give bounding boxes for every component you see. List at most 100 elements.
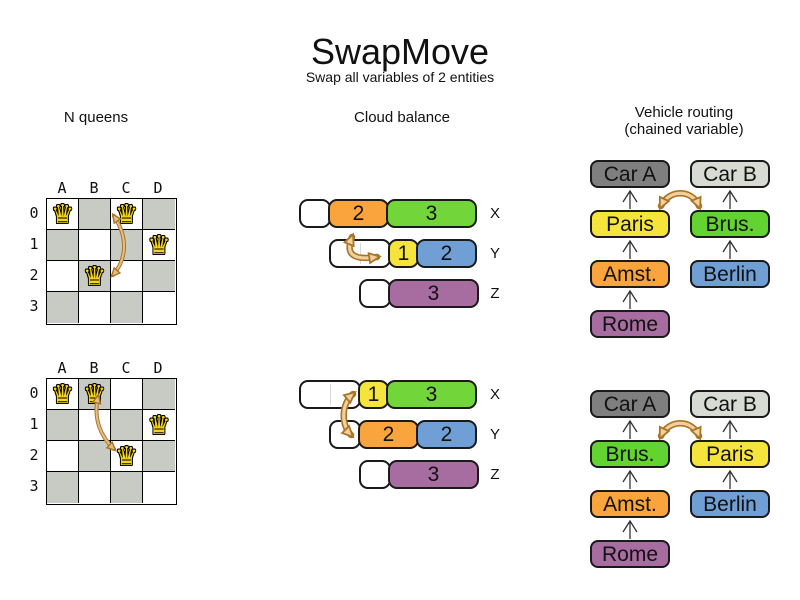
board-cell-B2 xyxy=(79,441,111,472)
vehicle-box-car-b: Car B xyxy=(690,390,770,418)
chain-arrow-rome-to-amst-2 xyxy=(622,519,638,539)
board-cell-B0 xyxy=(79,199,111,230)
chain-arrow-paris-to-carb xyxy=(722,419,738,439)
col-label: C xyxy=(121,179,131,197)
cloud-segment-yellow: 1 xyxy=(388,239,419,268)
board-cell-A3 xyxy=(47,292,79,323)
vehicle-heading-line1: Vehicle routing xyxy=(634,104,734,121)
nqueens-before-col-labels: A B C D xyxy=(46,179,174,197)
queen-icon: ♛ xyxy=(114,199,139,229)
board-cell-D3 xyxy=(143,292,175,323)
vehicle-box-paris: Paris xyxy=(690,440,770,468)
cloud-row-label-z: Z xyxy=(490,466,500,483)
row-label: 3 xyxy=(29,297,39,315)
queen-icon: ♛ xyxy=(50,199,75,229)
chain-arrow-brus-to-carb xyxy=(722,189,738,209)
vehicle-box-rome: Rome xyxy=(590,310,670,338)
row-label: 0 xyxy=(29,384,39,402)
cloud-segment-empty xyxy=(359,460,391,489)
chain-arrow-berlin-to-paris xyxy=(722,469,738,489)
board-cell-B2: ♛ xyxy=(79,261,111,292)
col-label: C xyxy=(121,359,131,377)
board-cell-B0: ♛ xyxy=(79,379,111,410)
board-cell-D0 xyxy=(143,379,175,410)
queen-icon: ♛ xyxy=(147,410,171,440)
board-cell-C2: ♛ xyxy=(111,441,143,472)
cloud-segment-empty xyxy=(329,239,391,268)
queen-icon: ♛ xyxy=(50,379,75,409)
cloud-after-row-z: 3 xyxy=(359,460,479,489)
chain-arrow-paris-to-cara xyxy=(622,189,638,209)
cloud-segment-yellow: 1 xyxy=(358,380,389,409)
cloud-before-row-x: 2 3 xyxy=(299,199,477,228)
queen-icon: ♛ xyxy=(114,441,139,471)
vehicle-swap-arrow-after xyxy=(657,420,703,436)
board-cell-A2 xyxy=(47,441,79,472)
nqueens-board-after: ♛ ♛ ♛ ♛ xyxy=(46,378,177,505)
board-cell-A0: ♛ xyxy=(47,379,79,410)
board-cell-D1: ♛ xyxy=(143,230,175,261)
board-cell-D1: ♛ xyxy=(143,410,175,441)
nqueens-before-row-labels: 0 1 2 3 xyxy=(25,198,43,322)
vehicle-box-berlin: Berlin xyxy=(690,490,770,518)
row-label: 2 xyxy=(29,266,39,284)
vehicle-box-amst: Amst. xyxy=(590,490,670,518)
cloud-after-row-y: 2 2 xyxy=(329,420,477,449)
col-label: A xyxy=(57,179,67,197)
queen-icon: ♛ xyxy=(82,261,107,291)
cloud-segment-orange: 2 xyxy=(358,420,419,449)
col-label: A xyxy=(57,359,67,377)
queen-icon: ♛ xyxy=(147,230,171,260)
chain-arrow-rome-to-amst xyxy=(622,289,638,309)
cloud-segment-empty xyxy=(299,199,331,228)
board-cell-C1 xyxy=(111,410,143,441)
nqueens-heading: N queens xyxy=(63,109,129,126)
cloud-row-label-x: X xyxy=(489,205,500,222)
vehicle-heading-line2: (chained variable) xyxy=(624,121,744,138)
row-label: 1 xyxy=(29,415,39,433)
board-cell-C0 xyxy=(111,379,143,410)
vehicle-box-brus: Brus. xyxy=(690,210,770,238)
nqueens-board-before: ♛ ♛ ♛ ♛ xyxy=(46,198,177,325)
vehicle-box-brus: Brus. xyxy=(590,440,670,468)
cloud-before-row-y: 1 2 xyxy=(329,239,477,268)
board-cell-A3 xyxy=(47,472,79,503)
vehicle-box-car-b: Car B xyxy=(690,160,770,188)
row-label: 3 xyxy=(29,477,39,495)
nqueens-after-row-labels: 0 1 2 3 xyxy=(25,378,43,502)
cloud-segment-orange: 2 xyxy=(328,199,389,228)
board-cell-C1 xyxy=(111,230,143,261)
cloud-segment-empty xyxy=(329,420,361,449)
board-cell-D0 xyxy=(143,199,175,230)
cloud-row-label-x: X xyxy=(489,386,500,403)
vehicle-box-amst: Amst. xyxy=(590,260,670,288)
board-cell-A1 xyxy=(47,410,79,441)
cloud-heading: Cloud balance xyxy=(354,109,450,126)
cloud-row-label-y: Y xyxy=(489,245,500,262)
cloud-segment-green: 3 xyxy=(386,199,477,228)
vehicle-box-rome: Rome xyxy=(590,540,670,568)
vehicle-box-car-a: Car A xyxy=(590,390,670,418)
chain-arrow-amst-to-brus xyxy=(622,469,638,489)
row-label: 1 xyxy=(29,235,39,253)
board-cell-A0: ♛ xyxy=(47,199,79,230)
board-cell-C3 xyxy=(111,472,143,503)
cloud-segment-blue: 2 xyxy=(416,420,477,449)
board-cell-B3 xyxy=(79,472,111,503)
cloud-row-label-y: Y xyxy=(489,426,500,443)
chain-arrow-amst-to-paris xyxy=(622,239,638,259)
board-cell-B3 xyxy=(79,292,111,323)
vehicle-heading: Vehicle routing (chained variable) xyxy=(584,104,784,138)
board-cell-C3 xyxy=(111,292,143,323)
board-cell-B1 xyxy=(79,410,111,441)
page-subtitle: Swap all variables of 2 entities xyxy=(305,69,495,85)
row-label: 2 xyxy=(29,446,39,464)
nqueens-after-col-labels: A B C D xyxy=(46,359,174,377)
cloud-before-row-z: 3 xyxy=(359,279,479,308)
cloud-segment-purple: 3 xyxy=(388,460,479,489)
cloud-segment-empty xyxy=(299,380,361,409)
chain-arrow-brus-to-cara xyxy=(622,419,638,439)
vehicle-box-car-a: Car A xyxy=(590,160,670,188)
board-cell-A2 xyxy=(47,261,79,292)
